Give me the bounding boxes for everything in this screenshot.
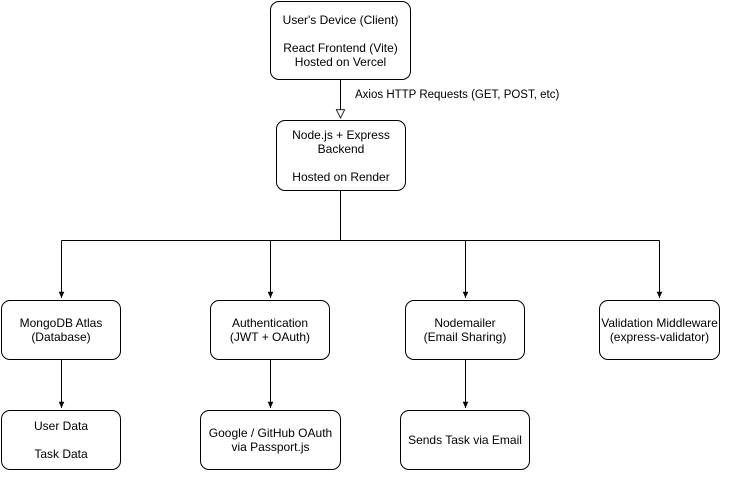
node-userdata: User Data Task Data [1, 410, 121, 470]
node-nodemailer: Nodemailer (Email Sharing) [405, 300, 525, 360]
node-userdata-task: Task Data [34, 447, 88, 461]
node-oauth: Google / GitHub OAuth via Passport.js [200, 410, 341, 470]
node-client-frontend: React Frontend (Vite) [283, 40, 398, 55]
node-backend-subtitle: Backend [317, 141, 365, 156]
node-auth-title: Authentication [231, 316, 309, 330]
node-auth: Authentication (JWT + OAuth) [210, 300, 330, 360]
node-validation-title: Validation Middleware [601, 316, 718, 330]
edge-label-axios: Axios HTTP Requests (GET, POST, etc) [353, 88, 562, 102]
node-client: User's Device (Client) React Frontend (V… [270, 1, 411, 80]
node-oauth-providers: Google / GitHub OAuth [208, 426, 333, 440]
node-backend-hosting: Hosted on Render [292, 169, 390, 184]
node-nodemailer-title: Nodemailer [434, 316, 496, 330]
node-mongodb: MongoDB Atlas (Database) [1, 300, 121, 360]
node-backend: Node.js + Express Backend Hosted on Rend… [276, 120, 406, 191]
node-mongodb-subtitle: (Database) [31, 330, 91, 344]
node-client-hosting: Hosted on Vercel [294, 54, 387, 69]
node-nodemailer-subtitle: (Email Sharing) [423, 330, 507, 344]
node-auth-subtitle: (JWT + OAuth) [229, 330, 311, 344]
edge-backend-fanout [61, 191, 660, 241]
node-oauth-library: via Passport.js [231, 440, 310, 454]
node-backend-title: Node.js + Express [292, 127, 390, 142]
node-email-action: Sends Task via Email [408, 433, 522, 447]
node-validation: Validation Middleware (express-validator… [599, 300, 720, 360]
node-client-title: User's Device (Client) [282, 12, 399, 27]
node-userdata-user: User Data [33, 419, 89, 433]
node-email: Sends Task via Email [400, 410, 530, 470]
node-validation-subtitle: (express-validator) [609, 330, 710, 344]
node-mongodb-title: MongoDB Atlas [19, 316, 103, 330]
